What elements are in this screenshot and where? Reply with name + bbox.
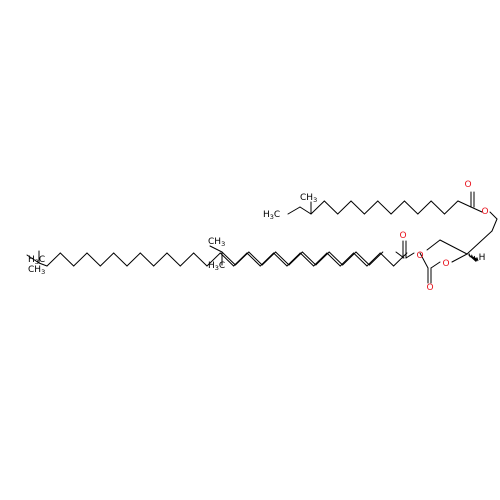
chain3-methyl (38, 262, 48, 267)
ester-o-chain2: O (416, 251, 423, 261)
ester-o-chain1: O (481, 207, 488, 217)
chain2-bond-3 (261, 251, 277, 266)
chain2-bond-8 (328, 251, 344, 266)
glycerol-c3-o (426, 239, 441, 251)
chain3-bond-24 (366, 252, 381, 267)
chain1-bond-1 (323, 200, 339, 215)
chain3-bond-3 (86, 252, 101, 267)
chain3-ethyl (26, 254, 40, 264)
stereo-layer (467, 253, 479, 262)
chain2-bond-10 (355, 251, 370, 266)
chain3-bond-20 (313, 252, 328, 267)
chain1-bond-3 (350, 200, 365, 215)
chain3-bond-21 (326, 252, 341, 267)
glycerol-c2-o (451, 253, 468, 263)
carbonyl-o-chain1: O (464, 180, 471, 190)
chain2-bond-11 (368, 251, 384, 266)
chain2-bond-7 (315, 251, 330, 266)
chain2-iso-a (209, 245, 223, 253)
chain3-bond-1 (59, 252, 75, 267)
stereo-hash-3 (473, 255, 476, 260)
chain1-o-ch2 (489, 211, 498, 220)
chain1-bond-6 (390, 200, 405, 215)
ester-o-chain3: O (442, 259, 449, 269)
chain3-bond-7 (139, 252, 155, 267)
chain2-c-o (405, 252, 415, 259)
h3c-chain1: H3C (263, 210, 280, 221)
chain1-c-o (470, 206, 483, 213)
chain1-bond-8 (417, 200, 432, 215)
chain1-bond-2 (337, 200, 352, 215)
chain3-to-carbonyl (419, 252, 429, 269)
chain3-bond-14 (233, 252, 248, 267)
stereo-h: H (479, 253, 486, 263)
chain3-bond-26 (393, 252, 408, 267)
carbonyl-o-chain2: O (399, 231, 406, 241)
chain2-bond-4 (275, 251, 290, 266)
chain3-bond-17 (273, 252, 288, 267)
ch3-chain2: CH3 (208, 237, 225, 248)
stereo-hash-2 (471, 254, 474, 259)
chain3-bond-8 (153, 252, 168, 267)
chain3-bond-6 (126, 252, 141, 267)
chain2-bond-1 (234, 251, 250, 266)
chain2-bond-2 (248, 251, 263, 266)
chain3-bond-15 (246, 252, 261, 267)
chain3-bond-4 (99, 252, 115, 267)
chain3-bond-2 (73, 252, 88, 267)
carbonyl-o-chain3: O (426, 283, 433, 293)
chain3-bond-11 (193, 252, 208, 267)
chain2-bond-9 (342, 251, 357, 266)
chain1-ch2-down (491, 218, 498, 232)
bond-layer (26, 191, 498, 284)
chain1-to-carbonyl (457, 200, 472, 208)
glycerol-c1-c2 (466, 230, 493, 255)
chain1-bond-9 (430, 200, 445, 215)
chain2-bond-6 (301, 251, 317, 266)
chain2-bond-0 (221, 251, 236, 266)
chain1-bond-4 (363, 200, 379, 215)
chain3-bond-19 (299, 252, 315, 267)
chain1-ethyl-2 (299, 206, 312, 215)
chain3-bond-23 (353, 252, 368, 267)
chain3-bond-16 (259, 252, 275, 267)
chain3-bond-0 (46, 252, 61, 267)
chain3-bond-12 (206, 252, 221, 267)
chain3-bond-25 (379, 252, 395, 267)
chain1-bond-7 (403, 200, 419, 215)
chain3-bond-13 (219, 252, 235, 267)
chain2-bond-5 (288, 251, 303, 266)
chain3-bond-9 (166, 252, 181, 267)
chain3-bond-10 (179, 252, 195, 267)
chain1-bond-10 (444, 200, 459, 215)
chain3-bond-18 (286, 252, 301, 267)
h3c-chain3: H3C (28, 255, 45, 266)
chain1-ethyl (287, 206, 301, 215)
chain1-bond-5 (377, 200, 392, 215)
stereo-hash-4 (476, 257, 479, 262)
chain3-bond-22 (339, 252, 355, 267)
stereo-hash-1 (468, 253, 471, 258)
chain3-c-o (430, 261, 441, 269)
ch3-chain3: CH3 (28, 265, 45, 276)
chain3-bond-5 (113, 252, 128, 267)
ch3-chain1: CH3 (300, 193, 317, 204)
chain1-bond-0 (310, 200, 325, 215)
h3c-chain2: H3C (208, 261, 225, 272)
glycerol-c2-c3 (439, 239, 468, 255)
